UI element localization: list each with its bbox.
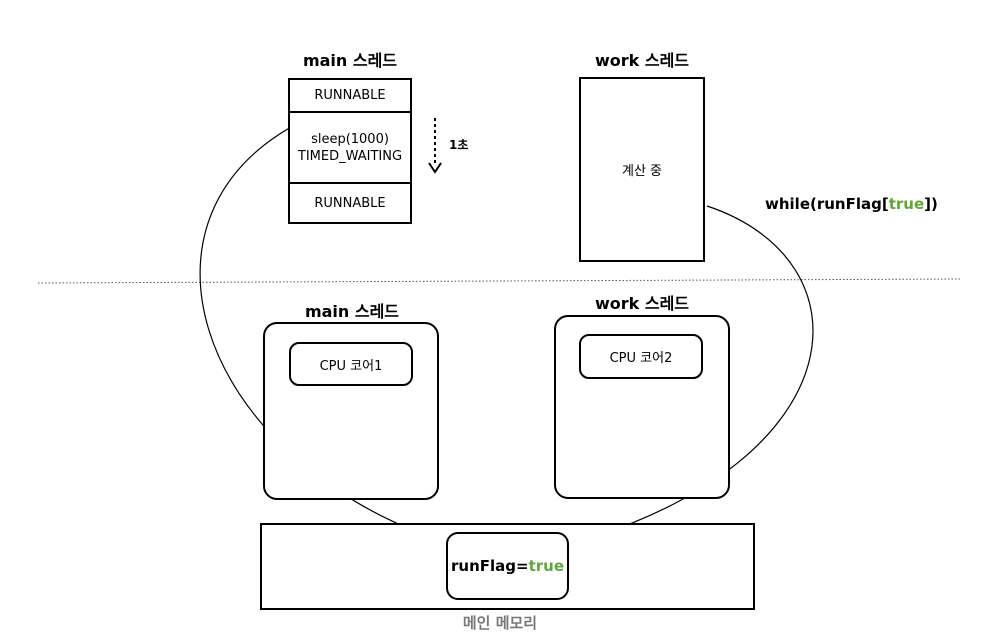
state-runnable-bottom-label: RUNNABLE	[314, 195, 386, 211]
cpu-core-2: CPU 코어2	[579, 334, 703, 379]
loop-condition-suffix: ])	[924, 195, 938, 213]
state-runnable-bottom: RUNNABLE	[290, 184, 410, 222]
cpu-core-2-label: CPU 코어2	[609, 351, 673, 366]
work-state-label: 계산 중	[621, 164, 662, 179]
main-memory-label: 메인 메모리	[462, 614, 538, 632]
main-thread-state-stack: RUNNABLE sleep(1000) TIMED_WAITING RUNNA…	[288, 78, 412, 224]
work-thread-box: 계산 중	[579, 77, 705, 262]
state-sleep-call: sleep(1000)	[311, 131, 389, 147]
top-work-thread-title: work 스레드	[594, 51, 690, 70]
dotted-divider	[37, 278, 961, 284]
loop-condition-value: true	[888, 195, 925, 213]
run-flag-variable: runFlag=true	[446, 532, 569, 600]
time-arrow-head	[428, 162, 442, 174]
state-sleep: sleep(1000) TIMED_WAITING	[290, 113, 410, 184]
run-flag-value: true	[528, 557, 564, 575]
loop-condition: while(runFlag[true])	[765, 195, 938, 213]
state-runnable-top-label: RUNNABLE	[314, 88, 386, 103]
cpu-core-1-label: CPU 코어1	[319, 358, 383, 374]
top-main-thread-title: main 스레드	[302, 51, 398, 70]
loop-condition-prefix: while(runFlag[	[765, 195, 889, 213]
time-label: 1초	[449, 138, 469, 152]
work-to-memory-arrow	[571, 205, 814, 544]
state-runnable-top: RUNNABLE	[290, 80, 410, 113]
bottom-work-thread-title: work 스레드	[594, 294, 690, 313]
state-timed-waiting: TIMED_WAITING	[297, 148, 403, 164]
run-flag-name: runFlag=	[451, 557, 529, 575]
cpu-core-1: CPU 코어1	[289, 342, 413, 386]
bottom-main-thread-title: main 스레드	[304, 302, 400, 321]
